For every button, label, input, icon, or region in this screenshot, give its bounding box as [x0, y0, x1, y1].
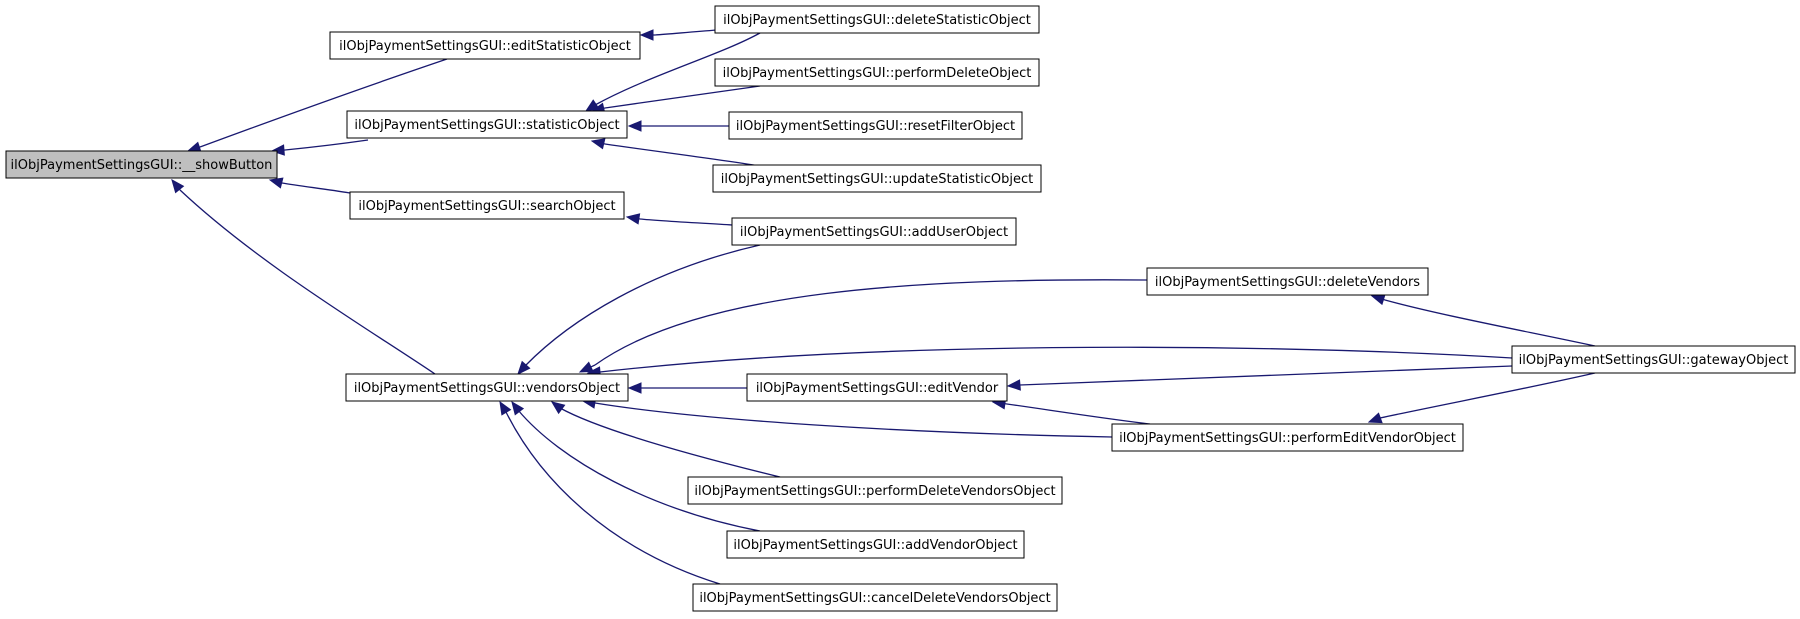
node-label: ilObjPaymentSettingsGUI::updateStatistic…	[721, 172, 1034, 187]
arrowhead-icon	[639, 29, 654, 41]
edge-gateway-object-to-edit-vendor	[1019, 365, 1513, 386]
node-box	[712, 164, 1042, 193]
node-box	[349, 191, 625, 220]
edge-search-object-to-show-button	[281, 182, 351, 194]
edge-vendors-object-to-show-button	[179, 189, 436, 375]
edge-perform-delete-object-to-statistic-object	[604, 85, 761, 109]
node-label: ilObjPaymentSettingsGUI::editStatisticOb…	[339, 39, 631, 54]
arrowhead-icon	[517, 360, 531, 375]
node-perform-delete-vendors-object[interactable]: ilObjPaymentSettingsGUI::performDeleteVe…	[687, 476, 1063, 505]
edge-delete-statistic-object-to-edit-statistic-object	[654, 29, 718, 36]
edge-gateway-object-to-vendors-object	[599, 346, 1513, 373]
edge-add-user-object-to-search-object	[639, 218, 733, 226]
node-label: ilObjPaymentSettingsGUI::editVendor	[756, 381, 999, 396]
edge-gateway-object-to-perform-edit-vendor-object	[1379, 372, 1596, 419]
node-label: ilObjPaymentSettingsGUI::vendorsObject	[354, 381, 620, 396]
node-box	[346, 110, 628, 139]
node-box	[714, 58, 1040, 87]
node-label: ilObjPaymentSettingsGUI::deleteVendors	[1155, 275, 1420, 290]
node-label: ilObjPaymentSettingsGUI::searchObject	[358, 199, 615, 214]
node-edit-statistic-object[interactable]: ilObjPaymentSettingsGUI::editStatisticOb…	[329, 31, 641, 60]
arrowhead-icon	[625, 213, 641, 225]
node-box	[746, 373, 1008, 402]
node-box	[345, 373, 629, 402]
node-box	[731, 217, 1017, 246]
node-box	[687, 476, 1063, 505]
edge-perform-delete-vendors-object-to-vendors-object	[559, 407, 781, 478]
edge-perform-edit-vendor-object-to-vendors-object	[594, 402, 1113, 438]
node-label: ilObjPaymentSettingsGUI::performEditVend…	[1119, 431, 1456, 446]
node-gateway-object[interactable]: ilObjPaymentSettingsGUI::gatewayObject	[1511, 345, 1796, 374]
edge-edit-statistic-object-to-show-button	[199, 58, 448, 148]
node-label: ilObjPaymentSettingsGUI::__showButton	[11, 158, 273, 173]
edge-statistic-object-to-show-button	[284, 139, 369, 151]
arrowhead-icon	[1367, 412, 1383, 424]
node-box	[726, 530, 1025, 559]
arrowhead-icon	[268, 177, 284, 189]
node-show-button[interactable]: ilObjPaymentSettingsGUI::__showButton	[5, 150, 278, 179]
node-perform-edit-vendor-object[interactable]: ilObjPaymentSettingsGUI::performEditVend…	[1111, 423, 1464, 452]
node-box	[5, 150, 278, 179]
arrowhead-icon	[1370, 294, 1386, 306]
arrowhead-icon	[1006, 379, 1021, 391]
edge-cancel-delete-vendors-object-to-vendors-object	[505, 411, 721, 585]
node-add-vendor-object[interactable]: ilObjPaymentSettingsGUI::addVendorObject	[726, 530, 1025, 559]
arrowhead-icon	[499, 400, 512, 416]
edge-gateway-object-to-delete-vendors	[1384, 299, 1596, 347]
node-box	[728, 111, 1023, 140]
node-delete-vendors[interactable]: ilObjPaymentSettingsGUI::deleteVendors	[1146, 267, 1429, 296]
node-box	[329, 31, 641, 60]
arrowhead-icon	[578, 361, 594, 373]
node-box	[692, 583, 1058, 612]
arrowhead-icon	[550, 401, 566, 415]
arrowhead-icon	[627, 120, 642, 132]
edge-perform-edit-vendor-object-to-edit-vendor	[999, 402, 1151, 425]
node-label: ilObjPaymentSettingsGUI::statisticObject	[354, 118, 619, 133]
arrowhead-icon	[511, 400, 525, 416]
node-label: ilObjPaymentSettingsGUI::deleteStatistic…	[723, 13, 1031, 28]
edge-update-statistic-object-to-statistic-object	[604, 143, 761, 167]
edge-delete-vendors-to-vendors-object	[594, 279, 1148, 366]
arrowhead-icon	[590, 138, 606, 150]
node-label: ilObjPaymentSettingsGUI::addVendorObject	[733, 538, 1017, 553]
node-perform-delete-object[interactable]: ilObjPaymentSettingsGUI::performDeleteOb…	[714, 58, 1040, 87]
node-reset-filter-object[interactable]: ilObjPaymentSettingsGUI::resetFilterObje…	[728, 111, 1023, 140]
node-edit-vendor[interactable]: ilObjPaymentSettingsGUI::editVendor	[746, 373, 1008, 402]
node-statistic-object[interactable]: ilObjPaymentSettingsGUI::statisticObject	[346, 110, 628, 139]
arrowhead-icon	[627, 382, 642, 394]
node-box	[714, 5, 1040, 34]
node-search-object[interactable]: ilObjPaymentSettingsGUI::searchObject	[349, 191, 625, 220]
nodes-layer: ilObjPaymentSettingsGUI::__showButtonilO…	[5, 5, 1796, 612]
node-box	[1146, 267, 1429, 296]
node-label: ilObjPaymentSettingsGUI::gatewayObject	[1519, 353, 1789, 368]
edges-layer	[171, 29, 1596, 585]
node-update-statistic-object[interactable]: ilObjPaymentSettingsGUI::updateStatistic…	[712, 164, 1042, 193]
node-label: ilObjPaymentSettingsGUI::resetFilterObje…	[736, 119, 1015, 134]
node-cancel-delete-vendors-object[interactable]: ilObjPaymentSettingsGUI::cancelDeleteVen…	[692, 583, 1058, 612]
arrowhead-icon	[171, 178, 185, 194]
edge-add-vendor-object-to-vendors-object	[517, 409, 761, 532]
node-label: ilObjPaymentSettingsGUI::cancelDeleteVen…	[699, 591, 1050, 606]
node-box	[1111, 423, 1464, 452]
node-add-user-object[interactable]: ilObjPaymentSettingsGUI::addUserObject	[731, 217, 1017, 246]
edge-connector	[590, 364, 596, 368]
node-delete-statistic-object[interactable]: ilObjPaymentSettingsGUI::deleteStatistic…	[714, 5, 1040, 34]
edge-add-user-object-to-vendors-object	[524, 244, 761, 367]
node-box	[1511, 345, 1796, 374]
arrowhead-icon	[270, 144, 285, 156]
edge-delete-statistic-object-to-statistic-object	[594, 32, 761, 106]
node-label: ilObjPaymentSettingsGUI::addUserObject	[740, 225, 1008, 240]
node-label: ilObjPaymentSettingsGUI::performDeleteOb…	[723, 66, 1032, 81]
node-label: ilObjPaymentSettingsGUI::performDeleteVe…	[694, 484, 1055, 499]
node-vendors-object[interactable]: ilObjPaymentSettingsGUI::vendorsObject	[345, 373, 629, 402]
